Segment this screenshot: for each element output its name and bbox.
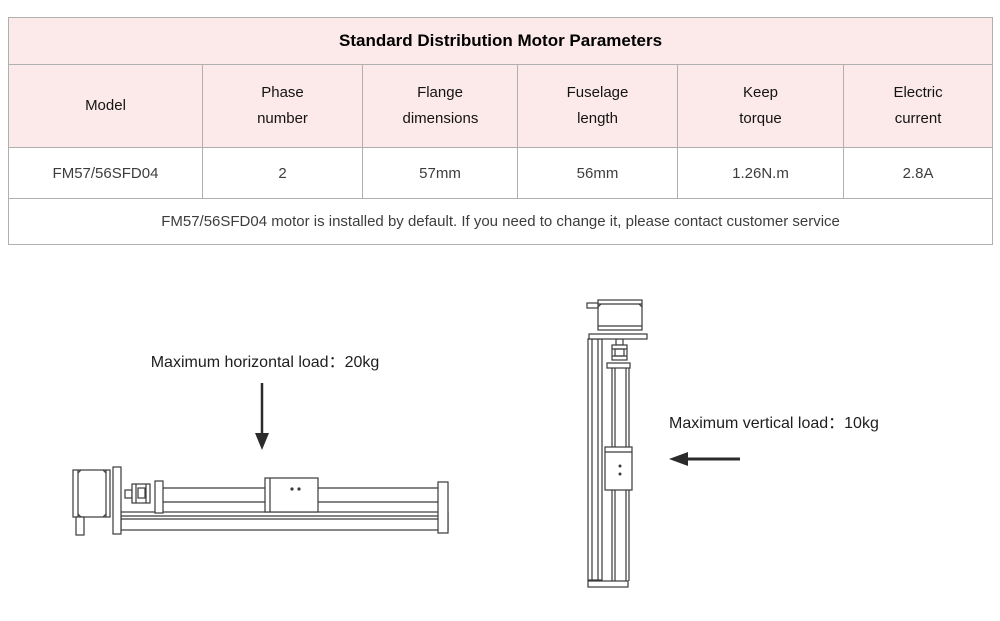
cell-phase-number: 2 [202, 147, 363, 199]
shaft-coupling [124, 483, 151, 504]
vertical-actuator-drawing [586, 299, 648, 588]
column-header-flange-dimensions: Flange dimensions [362, 64, 518, 148]
horizontal-load-label: Maximum horizontal load：20kg [150, 354, 380, 371]
stepper-motor [72, 469, 111, 536]
vertical-load-label: Maximum vertical load：10kg [669, 415, 879, 432]
left-arrow-icon [669, 452, 740, 466]
cell-model: FM57/56SFD04 [8, 147, 203, 199]
column-header-phase-number: Phase number [202, 64, 363, 148]
shaft-coupling [611, 338, 628, 361]
table-note-row: FM57/56SFD04 motor is installed by defau… [7, 198, 994, 245]
motor-parameters-table: Standard Distribution Motor Parameters M… [7, 17, 994, 245]
cell-flange-dimensions: 57mm [362, 147, 518, 199]
carriage-screw-dot [618, 472, 622, 476]
carriage-screw-dot [618, 464, 622, 468]
table-row: FM57/56SFD04 2 57mm 56mm 1.26N.m 2.8A [8, 147, 994, 199]
column-header-model: Model [8, 64, 203, 148]
table-title: Standard Distribution Motor Parameters [7, 17, 994, 65]
end-plate [587, 580, 629, 588]
table-title-row: Standard Distribution Motor Parameters [7, 17, 994, 65]
carriage-block [604, 446, 633, 491]
column-header-fuselage-length: Fuselage length [517, 64, 678, 148]
default-motor-note: FM57/56SFD04 motor is installed by defau… [7, 198, 994, 245]
bearing-plate [154, 480, 164, 514]
bearing-plate [606, 362, 631, 369]
table-header-row: Model Phase number Flange dimensions Fus… [8, 64, 994, 148]
carriage-block [264, 477, 319, 513]
stepper-motor [586, 299, 643, 331]
down-arrow-icon [255, 383, 269, 450]
cell-electric-current: 2.8A [842, 147, 994, 199]
horizontal-actuator-drawing [72, 466, 449, 536]
carriage-screw-dot [290, 487, 294, 491]
motor-mount-plate [112, 466, 122, 535]
base-rail [587, 338, 603, 581]
end-plate [437, 481, 449, 534]
column-header-electric-current: Electric current [842, 64, 994, 148]
cell-keep-torque: 1.26N.m [677, 147, 844, 199]
base-rail [120, 511, 449, 531]
carriage-screw-dot [297, 487, 301, 491]
cell-fuselage-length: 56mm [517, 147, 678, 199]
column-header-keep-torque: Keep torque [677, 64, 844, 148]
motor-mount-plate [588, 333, 648, 340]
